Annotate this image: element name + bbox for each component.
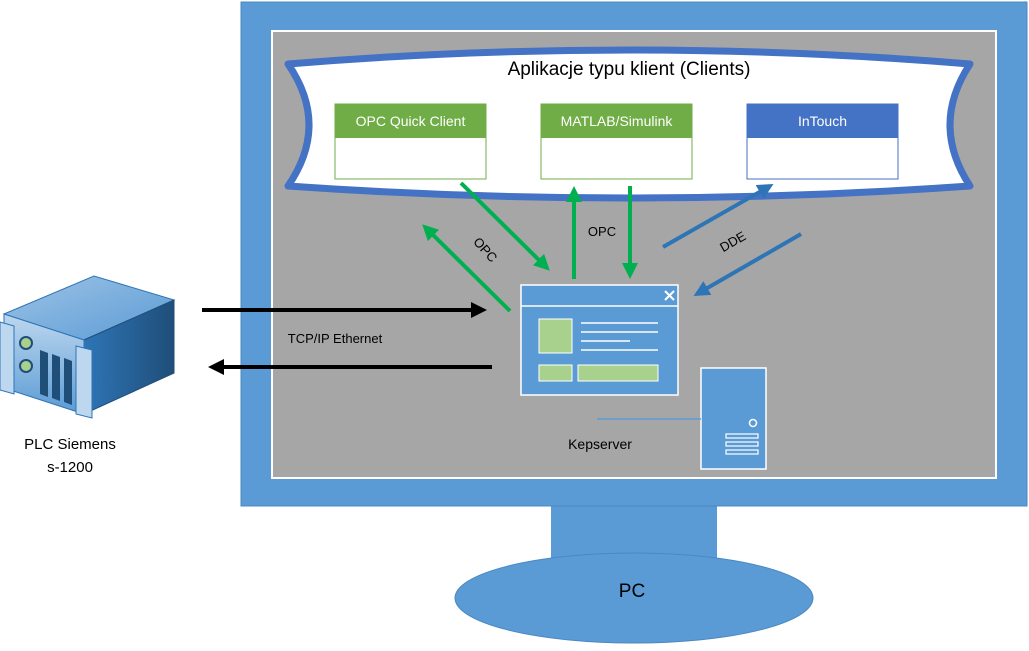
client-label-matlab-simulink: MATLAB/Simulink <box>561 113 674 129</box>
monitor-stand <box>454 505 814 644</box>
dde-arrow-intouch-to-server <box>693 232 802 296</box>
opc-arrow-quickclient-to-server <box>459 181 550 271</box>
kepserver-window <box>520 284 679 396</box>
client-box-opc-quick-client: OPC Quick Client <box>334 103 487 180</box>
opc-label-center: OPC <box>588 224 616 239</box>
client-label-intouch: InTouch <box>798 113 847 129</box>
server-tower-icon <box>700 367 767 470</box>
client-box-matlab-simulink: MATLAB/Simulink <box>540 103 693 180</box>
tcp-label: TCP/IP Ethernet <box>288 331 383 346</box>
client-box-intouch: InTouch <box>746 103 899 180</box>
client-label-opc-quick-client: OPC Quick Client <box>356 113 466 129</box>
dde-arrow-server-to-intouch <box>662 184 774 249</box>
kepserver-label: Kepserver <box>568 436 632 452</box>
plc-device-icon <box>0 275 176 419</box>
opc-arrow-server-to-quickclient <box>422 224 512 313</box>
plc-label-line1: PLC Siemens <box>24 436 116 453</box>
close-icon <box>664 290 675 301</box>
pc-label: PC <box>619 581 645 602</box>
clients-banner-title: Aplikacje typu klient (Clients) <box>508 59 751 80</box>
plc-label-line2: s-1200 <box>47 459 93 476</box>
